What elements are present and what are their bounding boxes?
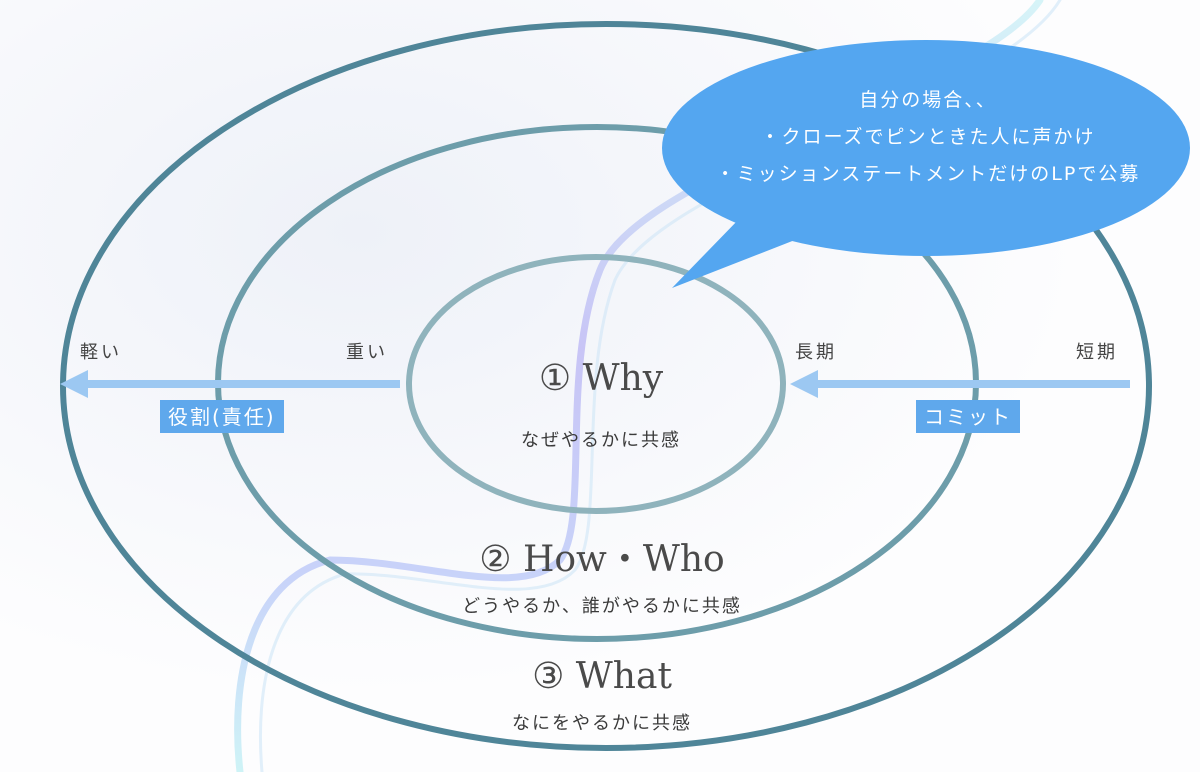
what-title: ③ What xyxy=(532,656,672,697)
commit-tag: コミット xyxy=(916,400,1020,433)
outer-ring xyxy=(60,21,1152,751)
left-arrow-head xyxy=(60,370,88,398)
how-who-title: ② How・Who xyxy=(479,539,725,580)
what-subtitle: なにをやるかに共感 xyxy=(512,713,692,734)
how-who-subtitle: どうやるか、誰がやるかに共感 xyxy=(462,596,742,617)
why-subtitle: なぜやるかに共感 xyxy=(521,430,681,451)
why-title: ① Why xyxy=(538,358,664,399)
inner-ring xyxy=(406,254,786,514)
left-far-label: 軽い xyxy=(80,342,122,363)
speech-bubble-tail xyxy=(672,218,800,288)
bubble-line-2: ・クローズでピンときた人に声かけ xyxy=(760,126,1096,148)
right-arrow-head xyxy=(790,370,818,398)
left-near-label: 重い xyxy=(346,342,388,363)
speech-bubble-text: 自分の場合、、 ・クローズでピンときた人に声かけ ・ミッションステートメントだけ… xyxy=(668,82,1188,193)
right-far-label: 短期 xyxy=(1076,342,1118,363)
right-near-label: 長期 xyxy=(795,342,837,363)
role-responsibility-tag: 役割(責任) xyxy=(160,400,284,433)
bubble-line-1: 自分の場合、、 xyxy=(859,89,997,111)
bubble-line-3: ・ミッションステートメントだけのLPで公募 xyxy=(715,163,1141,185)
speech-bubble-body xyxy=(662,40,1190,256)
